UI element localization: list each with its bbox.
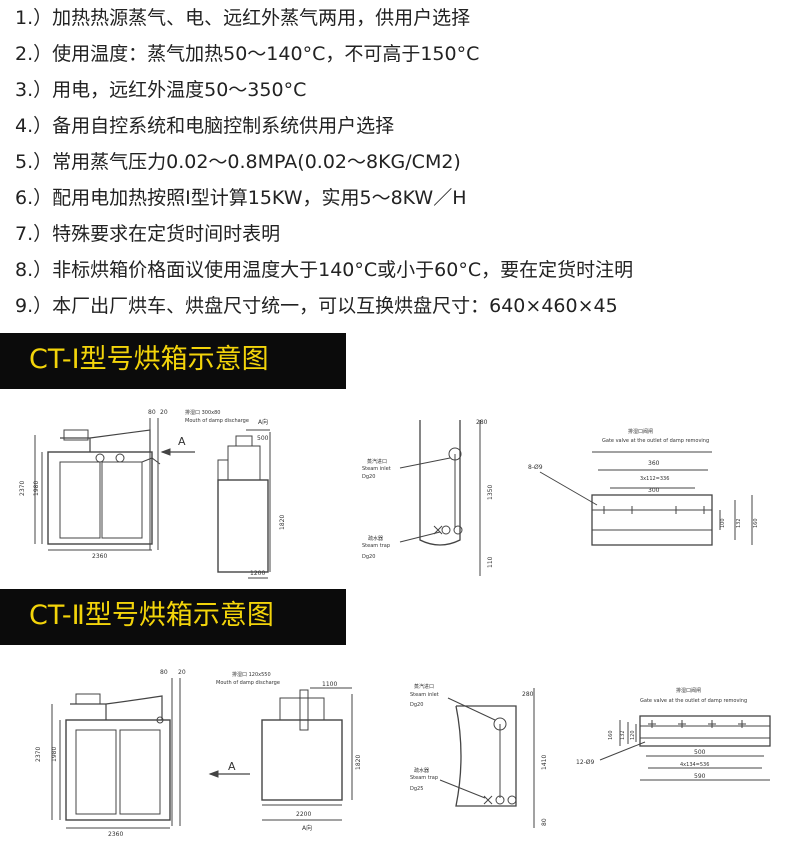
trap-label: 疏水器 xyxy=(368,535,383,542)
dim-label: 1820 xyxy=(355,755,362,770)
dim-label: 1980 xyxy=(33,481,40,496)
dim-label: 100 xyxy=(720,518,726,528)
dim-label: 4x134=536 xyxy=(680,762,709,768)
dim-label: 2360 xyxy=(108,831,123,838)
dim-label: 3x112=336 xyxy=(640,476,669,482)
piping-view xyxy=(439,688,535,828)
view-label: A向 xyxy=(258,418,268,426)
gate-valve-view xyxy=(539,451,753,546)
dim-label: 360 xyxy=(648,460,660,467)
spec-line: 7.）特殊要求在定货时间时表明 xyxy=(15,223,281,245)
section-title-banner: CT-Ⅱ型号烘箱示意图 xyxy=(0,589,346,645)
dim-label: 1350 xyxy=(487,485,494,500)
vent-label: 排湿口 120x550 xyxy=(232,671,271,678)
spec-line: 9.）本厂出厂烘车、烘盘尺寸统一，可以互换烘盘尺寸：640×460×45 xyxy=(15,295,618,317)
dim-label: 280 xyxy=(476,419,488,426)
dim-label: 300 xyxy=(648,487,660,494)
technical-drawing-ct1: 80 20 A 2370 1980 2360 排湿口 300x80 Mouth … xyxy=(0,400,790,580)
front-view xyxy=(34,418,195,551)
spec-line: 5.）常用蒸气压力0.02～0.8MPA(0.02～8KG/CM2) xyxy=(15,151,461,173)
side-view xyxy=(217,429,271,579)
dim-label: 120 xyxy=(630,730,636,740)
dim-label: 80 xyxy=(160,669,168,676)
dim-label: 590 xyxy=(694,773,706,780)
trap-dg: Dg20 xyxy=(362,554,375,560)
dim-label: 1410 xyxy=(541,755,548,770)
dim-label: 1200 xyxy=(250,570,265,577)
side-view xyxy=(261,687,353,821)
dim-label: 500 xyxy=(694,749,706,756)
gate-title-en: Gate valve at the outlet of damp removin… xyxy=(640,698,747,704)
dim-label: 2200 xyxy=(296,811,311,818)
dim-label: 160 xyxy=(753,518,759,528)
trap-label-en: Steam trap xyxy=(410,775,438,781)
front-view xyxy=(51,678,181,829)
vent-label: 排湿口 300x80 xyxy=(185,409,220,416)
steam-inlet-label-en: Steam inlet xyxy=(362,466,391,472)
holes-label: 8-Ø9 xyxy=(528,464,543,471)
dim-label: 1100 xyxy=(322,681,337,688)
dim-label: 2370 xyxy=(35,747,42,762)
trap-label: 疏水器 xyxy=(414,767,429,774)
dim-label: 132 xyxy=(620,730,626,740)
spec-line: 2.）使用温度：蒸气加热50～140°C，不可高于150°C xyxy=(15,43,480,65)
section-title: CT-Ⅰ型号烘箱示意图 xyxy=(29,344,269,375)
dim-label: 20 xyxy=(160,409,168,416)
section-title: CT-Ⅱ型号烘箱示意图 xyxy=(29,600,274,631)
spec-line: 4.）备用自控系统和电脑控制系统供用户选择 xyxy=(15,115,395,137)
dim-label: 132 xyxy=(736,518,742,528)
trap-label-en: Steam trap xyxy=(362,543,390,549)
gate-valve-view xyxy=(599,715,771,781)
steam-inlet-label: 蒸汽进口 xyxy=(367,458,387,465)
gate-title-en: Gate valve at the outlet of damp removin… xyxy=(602,438,709,444)
holes-label: 12-Ø9 xyxy=(576,759,595,766)
vent-label-en: Mouth of damp discharge xyxy=(216,680,280,686)
view-arrow-label: A xyxy=(228,760,236,773)
dim-label: 1980 xyxy=(51,747,58,762)
steam-inlet-label-en: Steam inlet xyxy=(410,692,439,698)
gate-title: 排湿口阀闸 xyxy=(676,687,701,694)
view-label: A向 xyxy=(302,824,312,832)
dim-label: 80 xyxy=(541,818,548,826)
dim-label: 160 xyxy=(608,730,614,740)
dim-label: 500 xyxy=(257,435,269,442)
spec-line: 6.）配用电加热按照I型计算15KW，实用5～8KW／H xyxy=(15,187,467,209)
steam-inlet-dg: Dg20 xyxy=(410,702,423,708)
dim-label: 80 xyxy=(148,409,156,416)
spec-line: 1.）加热热源蒸气、电、远红外蒸气两用，供用户选择 xyxy=(15,7,471,29)
dim-label: 20 xyxy=(178,669,186,676)
view-arrow-label: A xyxy=(178,435,186,448)
spec-line: 8.）非标烘箱价格面议使用温度大于140°C或小于60°C，要在定货时注明 xyxy=(15,259,634,281)
steam-inlet-dg: Dg20 xyxy=(362,474,375,480)
dim-label: 2360 xyxy=(92,553,107,560)
piping-view xyxy=(399,420,481,576)
trap-dg: Dg25 xyxy=(410,786,423,792)
section-title-banner: CT-Ⅰ型号烘箱示意图 xyxy=(0,333,346,389)
gate-title: 排湿口阀闸 xyxy=(628,428,653,435)
arrow-head-icon xyxy=(208,770,219,778)
vent-label-en: Mouth of damp discharge xyxy=(185,418,249,424)
dim-label: 2370 xyxy=(19,481,26,496)
technical-drawing-ct2: 80 20 2370 1980 2360 A 排湿口 120x550 Mouth… xyxy=(0,660,790,843)
dim-label: 110 xyxy=(487,556,494,568)
steam-inlet-label: 蒸汽进口 xyxy=(414,683,434,690)
dim-label: 1820 xyxy=(279,515,286,530)
dim-label: 280 xyxy=(522,691,534,698)
spec-line: 3.）用电，远红外温度50～350°C xyxy=(15,79,307,101)
